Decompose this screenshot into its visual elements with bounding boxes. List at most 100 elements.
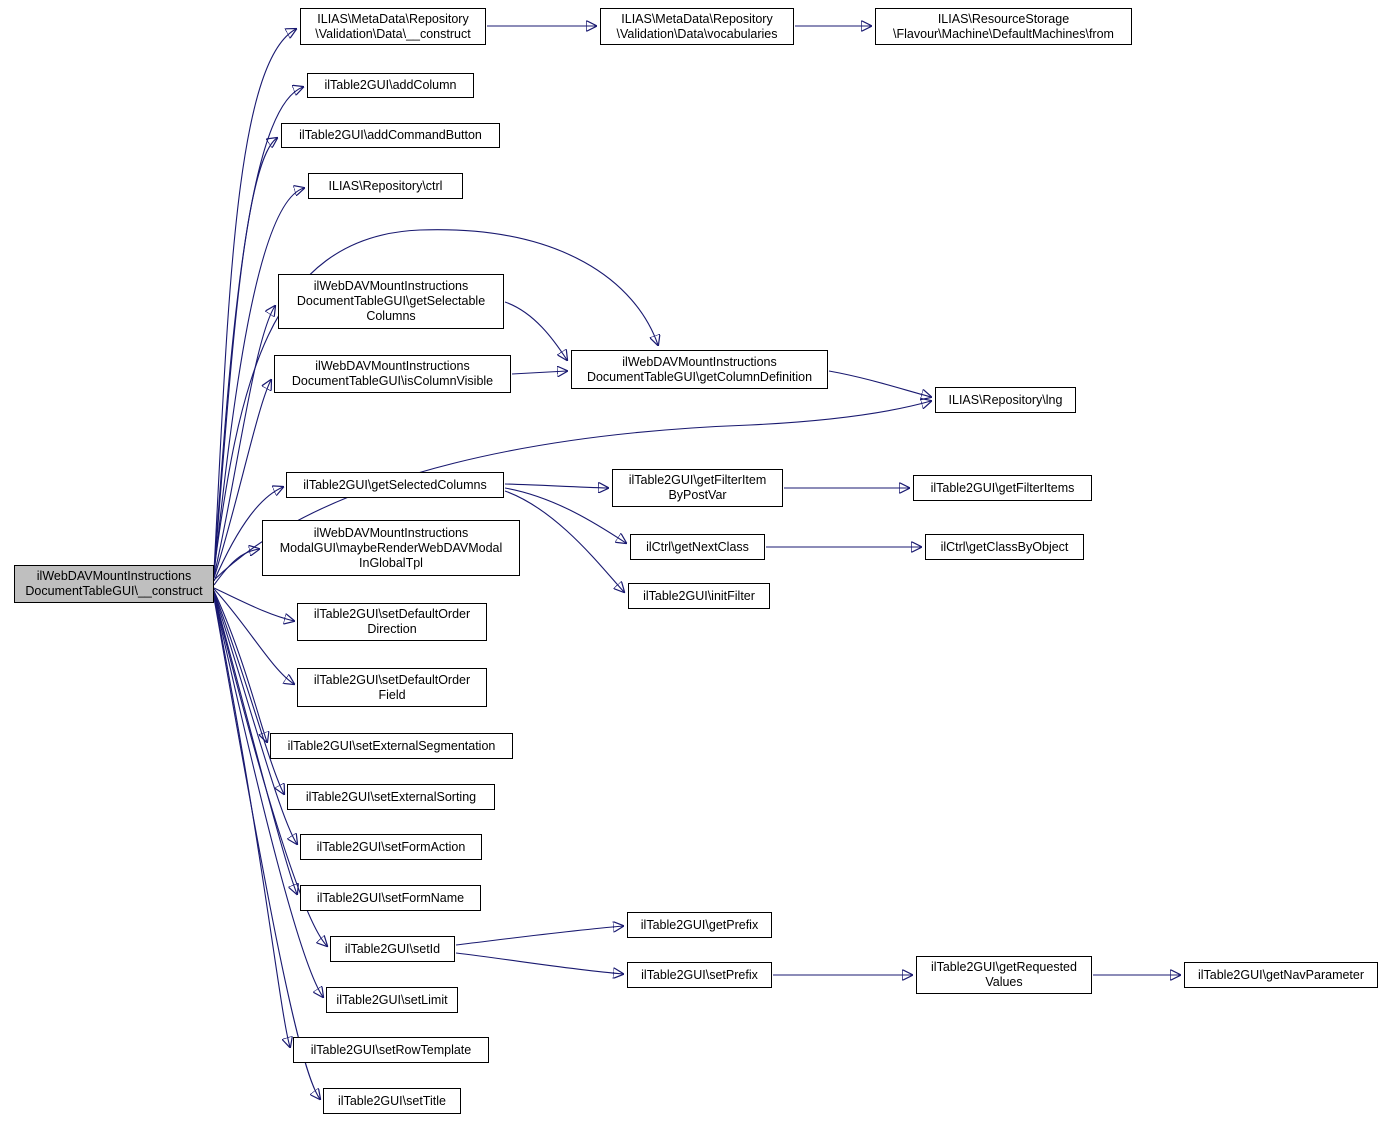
node-label-line: ilCtrl\getNextClass [646, 539, 749, 554]
node-label-line: ilTable2GUI\setId [344, 941, 441, 956]
edge-root-maybe-render-modal [213, 549, 259, 586]
node-label-line: ilTable2GUI\setExternalSegmentation [287, 738, 496, 753]
edge-get-selected-columns-get-next-class [504, 487, 626, 543]
node-get-filter-items[interactable]: ilTable2GUI\getFilterItems [913, 475, 1092, 501]
node-label-line: ilTable2GUI\setTitle [338, 1093, 446, 1108]
node-label-line: ilWebDAVMountInstructions [313, 525, 469, 540]
node-set-row-template[interactable]: ilTable2GUI\setRowTemplate [293, 1037, 489, 1063]
node-set-default-order-direction[interactable]: ilTable2GUI\setDefaultOrder Direction [297, 603, 487, 641]
edge-set-id-get-prefix [455, 926, 623, 946]
edge-set-id-set-prefix [455, 952, 623, 974]
node-label-line: ilTable2GUI\getSelectedColumns [303, 477, 487, 492]
edge-root-set-default-order-field [213, 588, 294, 684]
edge-root-set-row-template [213, 596, 290, 1047]
node-add-column[interactable]: ilTable2GUI\addColumn [307, 73, 474, 98]
node-get-selectable-columns[interactable]: ilWebDAVMountInstructions DocumentTableG… [278, 274, 504, 329]
node-lng[interactable]: ILIAS\Repository\lng [935, 387, 1076, 413]
node-label-line: ilWebDAVMountInstructions [315, 359, 470, 373]
node-label-line: ILIAS\Repository\ctrl [328, 178, 443, 193]
node-label-line: ByPostVar [668, 488, 727, 502]
node-label-line: ilTable2GUI\getFilterItems [930, 480, 1075, 495]
edge-root-md-construct [213, 29, 296, 572]
node-get-prefix[interactable]: ilTable2GUI\getPrefix [627, 912, 772, 938]
edge-root-set-external-segmentation [213, 590, 267, 742]
node-label-line: Direction [367, 622, 417, 636]
node-label-line: \Flavour\Machine\DefaultMachines\from [893, 26, 1114, 41]
node-ctrl[interactable]: ILIAS\Repository\ctrl [308, 173, 463, 199]
edge-root-add-command-button [213, 138, 277, 574]
node-label-line: ilTable2GUI\getNavParameter [1197, 967, 1365, 982]
edge-root-is-column-visible [213, 380, 271, 579]
node-label-line: ilTable2GUI\setPrefix [641, 967, 758, 982]
edge-root-set-default-order-direction [213, 587, 294, 621]
node-label-line: DocumentTableGUI\isColumnVisible [291, 374, 494, 388]
node-label-line: DocumentTableGUI\__construct [25, 584, 203, 598]
node-set-title[interactable]: ilTable2GUI\setTitle [323, 1088, 461, 1114]
node-label-line: ILIAS\MetaData\Repository [317, 11, 469, 26]
node-label-line: ilTable2GUI\getRequested [931, 960, 1077, 974]
node-label-line: Columns [366, 309, 416, 323]
node-set-default-order-field[interactable]: ilTable2GUI\setDefaultOrder Field [297, 668, 487, 707]
node-label-line: \Validation\Data\__construct [315, 26, 471, 41]
edge-get-selectable-columns-get-column-definition [504, 301, 567, 360]
node-label-line: ilTable2GUI\addColumn [324, 78, 457, 92]
node-set-external-segmentation[interactable]: ilTable2GUI\setExternalSegmentation [270, 733, 513, 759]
node-maybe-render-webdav-modal[interactable]: ilWebDAVMountInstructions ModalGUI\maybe… [262, 520, 520, 576]
edge-get-selected-columns-init-filter [504, 490, 624, 592]
node-label-line: ilTable2GUI\getFilterItem [628, 473, 767, 487]
node-set-form-action[interactable]: ilTable2GUI\setFormAction [300, 834, 482, 860]
node-label-line: ilTable2GUI\addCommandButton [299, 128, 482, 142]
edge-root-lng [213, 401, 931, 581]
edge-root-ctrl [213, 188, 304, 575]
node-label-line: ilWebDAVMountInstructions [313, 279, 469, 293]
node-set-limit[interactable]: ilTable2GUI\setLimit [326, 987, 458, 1013]
node-set-prefix[interactable]: ilTable2GUI\setPrefix [627, 962, 772, 988]
node-default-machines-from[interactable]: ILIAS\ResourceStorage \Flavour\Machine\D… [875, 8, 1132, 45]
node-label-line: Field [378, 687, 406, 702]
node-label-line: ilTable2GUI\setDefaultOrder [313, 672, 471, 687]
node-label-line: ilCtrl\getClassByObject [940, 539, 1069, 554]
node-label-line: \Validation\Data\vocabularies [616, 26, 778, 41]
node-get-requested-values[interactable]: ilTable2GUI\getRequested Values [916, 956, 1092, 994]
node-label-line: ilTable2GUI\initFilter [643, 588, 755, 603]
edge-root-get-selected-columns [213, 487, 283, 582]
node-get-selected-columns[interactable]: ilTable2GUI\getSelectedColumns [286, 472, 504, 498]
node-metadata-construct[interactable]: ILIAS\MetaData\Repository \Validation\Da… [300, 8, 486, 45]
node-label-line: InGlobalTpl [359, 555, 423, 570]
node-set-id[interactable]: ilTable2GUI\setId [330, 936, 455, 962]
node-vocabularies[interactable]: ILIAS\MetaData\Repository \Validation\Da… [600, 8, 794, 45]
node-label-line: Values [985, 975, 1023, 989]
node-is-column-visible[interactable]: ilWebDAVMountInstructions DocumentTableG… [274, 355, 511, 393]
node-label-line: ModalGUI\maybeRenderWebDAVModal [279, 540, 503, 555]
node-label-line: ilWebDAVMountInstructions [36, 569, 192, 583]
node-label-line: ilWebDAVMountInstructions [622, 354, 777, 369]
edge-is-column-visible-get-column-definition [511, 371, 567, 374]
edge-root-get-column-definition [213, 229, 658, 571]
edge-get-selected-columns-get-filter-item-by-post-var [504, 484, 608, 488]
node-get-next-class[interactable]: ilCtrl\getNextClass [630, 534, 765, 560]
node-label-line: ILIAS\Repository\lng [948, 392, 1063, 407]
node-add-command-button[interactable]: ilTable2GUI\addCommandButton [281, 123, 500, 148]
edge-root-get-selectable-columns [213, 306, 275, 577]
node-label-line: ILIAS\MetaData\Repository [621, 11, 773, 26]
node-label-line: ilTable2GUI\setFormName [316, 890, 465, 905]
node-init-filter[interactable]: ilTable2GUI\initFilter [628, 583, 770, 609]
node-set-form-name[interactable]: ilTable2GUI\setFormName [300, 885, 481, 911]
edge-root-set-external-sorting [213, 591, 284, 794]
edge-root-set-id [213, 594, 327, 946]
node-get-class-by-object[interactable]: ilCtrl\getClassByObject [925, 534, 1084, 560]
node-label-line: ilTable2GUI\setDefaultOrder [313, 607, 471, 621]
node-get-column-definition[interactable]: ilWebDAVMountInstructions DocumentTableG… [571, 350, 828, 389]
edge-root-set-form-action [213, 592, 297, 844]
node-label-line: DocumentTableGUI\getColumnDefinition [586, 369, 813, 384]
node-root-construct[interactable]: ilWebDAVMountInstructions DocumentTableG… [14, 565, 214, 603]
node-set-external-sorting[interactable]: ilTable2GUI\setExternalSorting [287, 784, 495, 810]
node-get-nav-parameter[interactable]: ilTable2GUI\getNavParameter [1184, 962, 1378, 988]
node-label-line: ilTable2GUI\setFormAction [316, 839, 466, 854]
node-label-line: ilTable2GUI\setExternalSorting [305, 789, 477, 804]
node-get-filter-item-by-post-var[interactable]: ilTable2GUI\getFilterItem ByPostVar [612, 469, 783, 507]
node-label-line: ilTable2GUI\setLimit [336, 992, 448, 1007]
edge-get-column-definition-lng [828, 370, 931, 397]
